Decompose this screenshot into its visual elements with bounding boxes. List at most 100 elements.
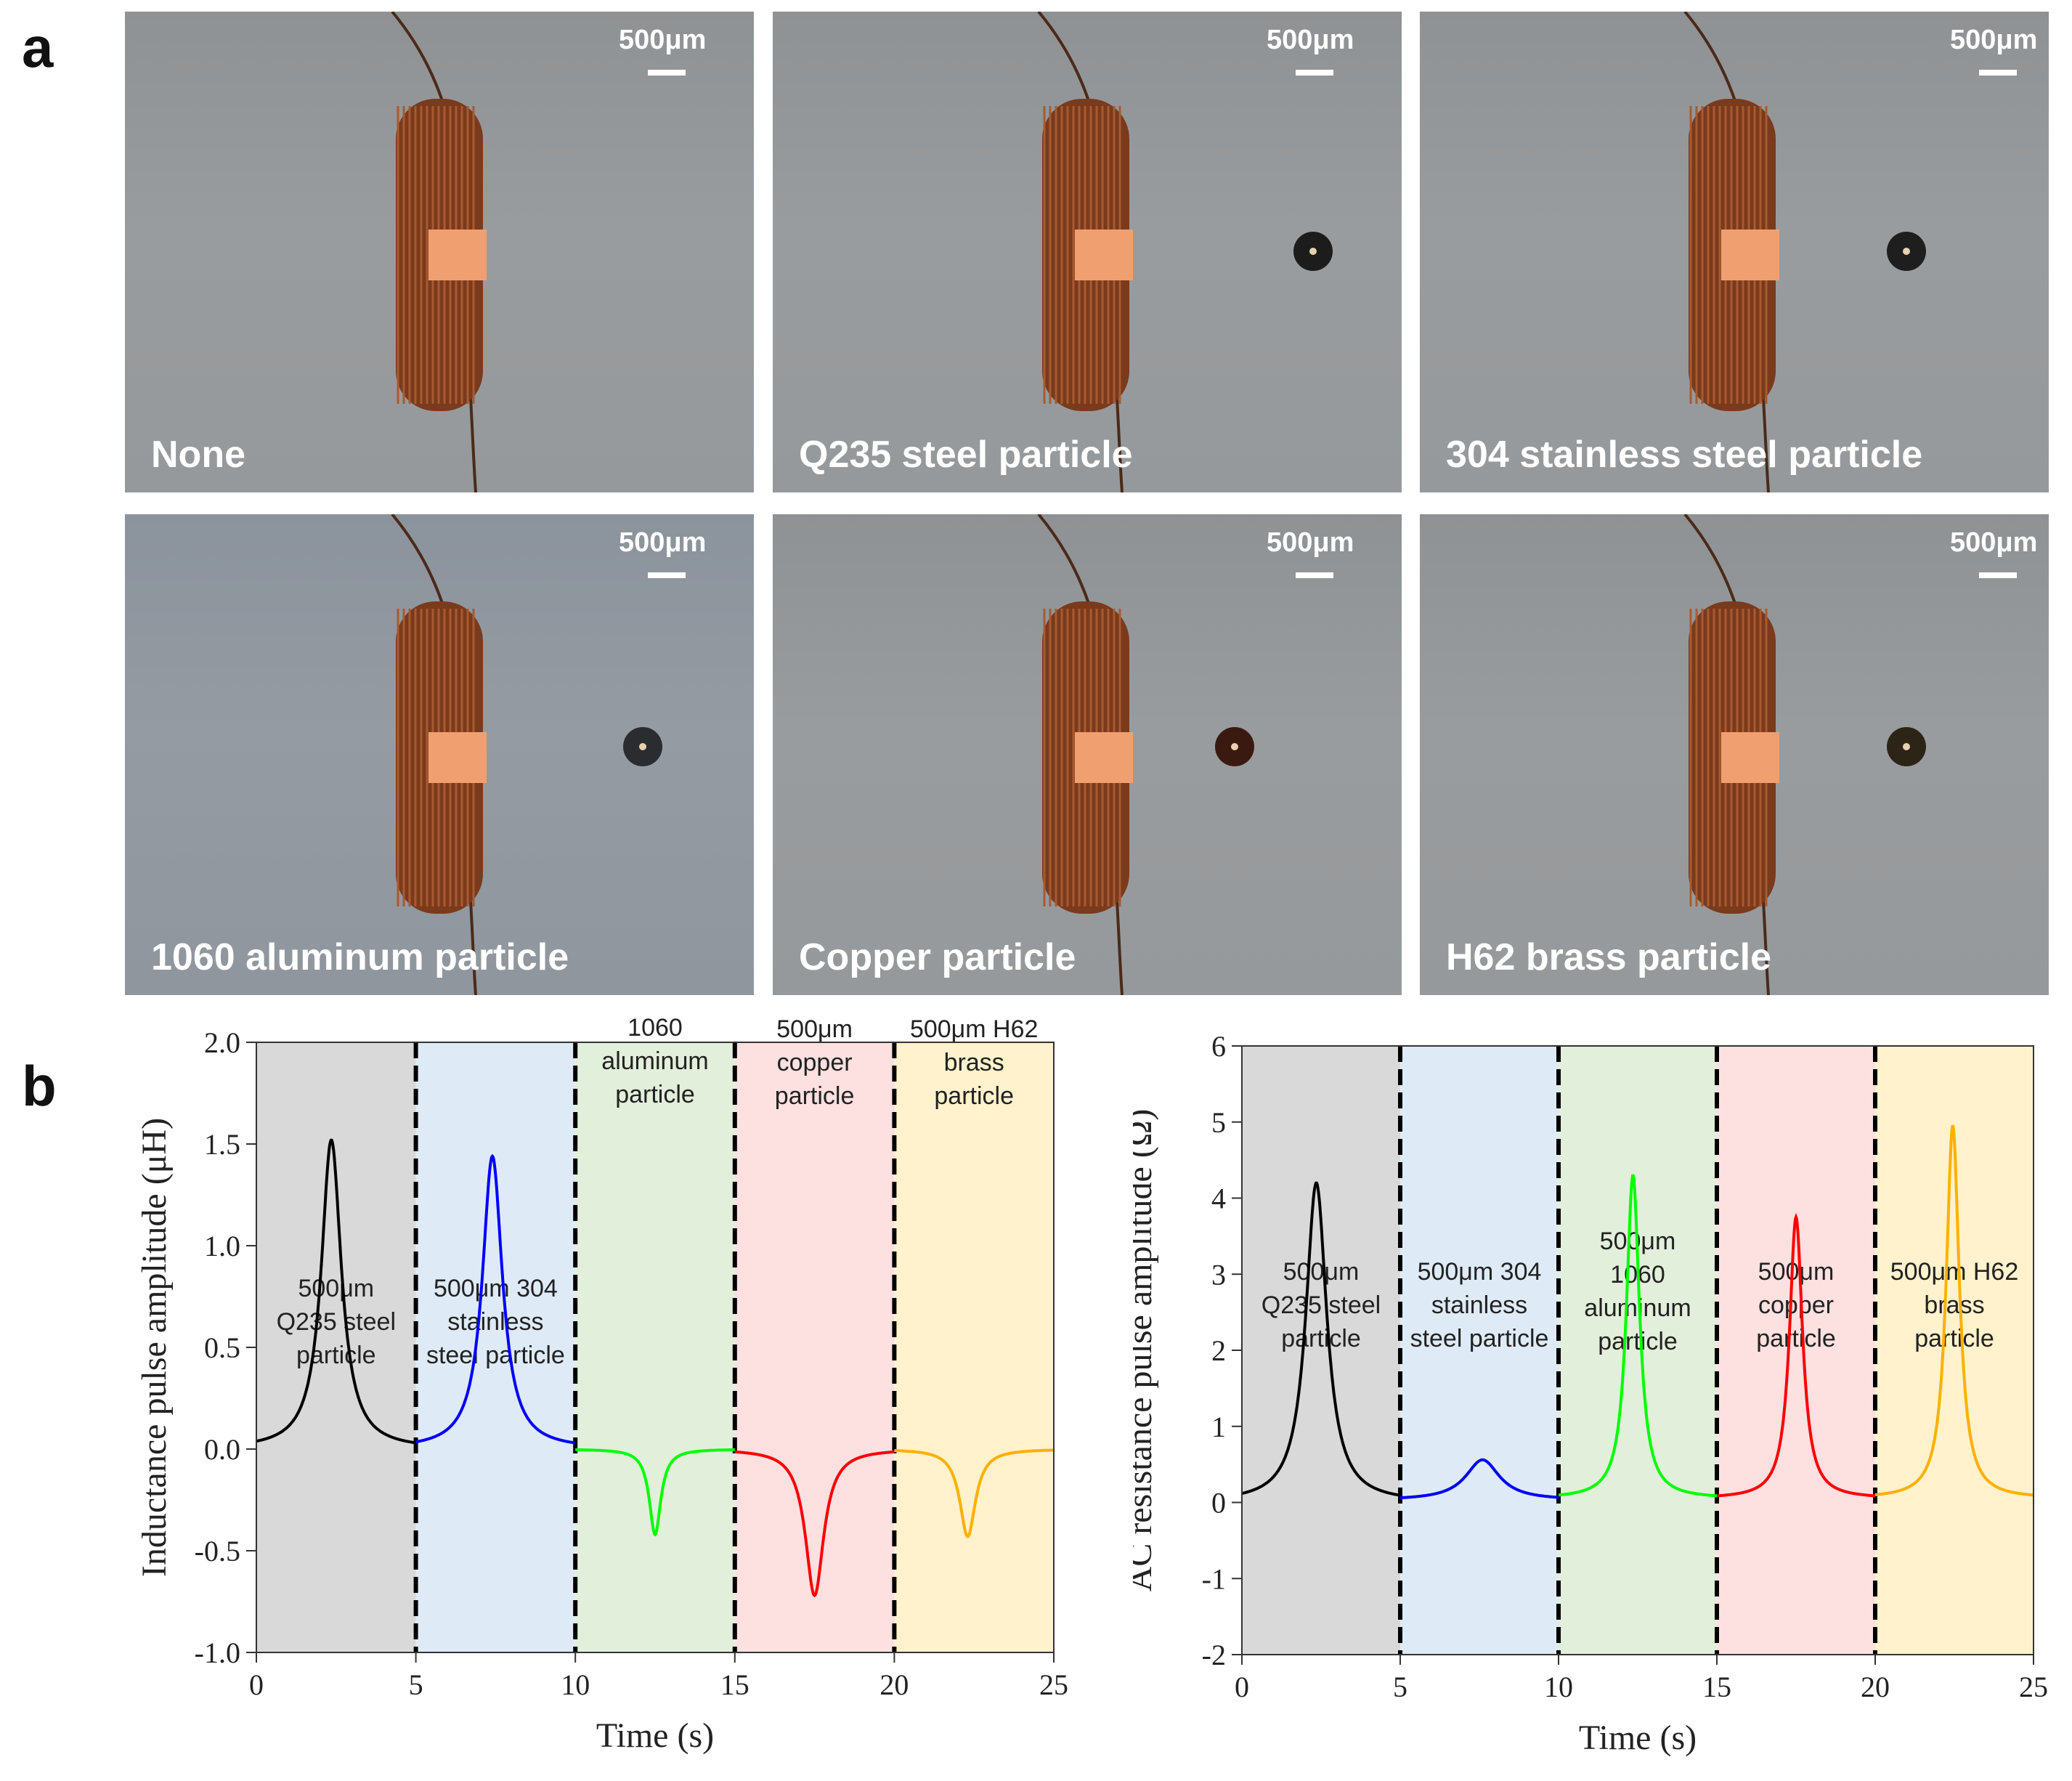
y-tick-label: 0.5 bbox=[204, 1331, 240, 1364]
scale-bar-label: 500μm bbox=[619, 25, 707, 55]
scale-bar-label: 500μm bbox=[1950, 527, 2038, 558]
scale-bar bbox=[648, 572, 686, 578]
region-label: steel particle bbox=[426, 1342, 565, 1369]
region-label: particle bbox=[1914, 1325, 1994, 1352]
photo-scene bbox=[391, 514, 662, 995]
coil-core bbox=[428, 732, 487, 783]
series-line bbox=[415, 1153, 576, 1445]
scale-bar bbox=[648, 70, 686, 76]
scale-bar bbox=[1296, 572, 1333, 578]
x-tick-label: 0 bbox=[1235, 1671, 1249, 1703]
region-band bbox=[1400, 1046, 1559, 1655]
y-tick-label: 6 bbox=[1211, 1030, 1226, 1063]
photo-scene bbox=[1037, 514, 1254, 995]
x-tick-label: 25 bbox=[2019, 1671, 2048, 1703]
region-band bbox=[1559, 1046, 1717, 1655]
region-label: Q235 steel bbox=[1262, 1291, 1381, 1319]
region-label: particle bbox=[934, 1082, 1014, 1110]
series-line bbox=[256, 1138, 416, 1445]
region-label: particle bbox=[1756, 1325, 1836, 1352]
region-band bbox=[256, 1042, 416, 1652]
series-line bbox=[575, 1448, 735, 1537]
panel-b-letter: b bbox=[22, 1054, 57, 1118]
region-label: aluminum bbox=[601, 1047, 708, 1075]
region-label: 500μm H62 bbox=[910, 1015, 1038, 1043]
y-axis-title: Inductance pulse amplitude (μH) bbox=[135, 1118, 174, 1577]
x-tick-label: 10 bbox=[1544, 1671, 1573, 1703]
scale-bar bbox=[1979, 70, 2017, 76]
region-label: brass bbox=[944, 1049, 1004, 1076]
photo-scene bbox=[391, 12, 487, 492]
coil-core bbox=[1075, 732, 1133, 783]
coil-core bbox=[1721, 732, 1779, 783]
region-label: 500μm 304 bbox=[434, 1275, 558, 1302]
y-tick-label: -1 bbox=[1202, 1562, 1226, 1595]
series-line bbox=[1874, 1124, 2034, 1497]
region-label: particle bbox=[1281, 1325, 1361, 1352]
region-label: stainless bbox=[1431, 1291, 1527, 1319]
photo-scene bbox=[1037, 12, 1333, 492]
y-tick-label: 0.0 bbox=[204, 1433, 240, 1466]
scale-bar-label: 500μm bbox=[1267, 25, 1354, 55]
y-tick-label: 4 bbox=[1211, 1182, 1226, 1215]
particle-highlight bbox=[639, 743, 646, 750]
region-label: 500μm H62 bbox=[1890, 1258, 2018, 1286]
photo-tile: 500μm 1060 aluminum particle bbox=[125, 514, 754, 995]
series-line bbox=[1558, 1174, 1717, 1498]
y-tick-label: 5 bbox=[1211, 1106, 1226, 1139]
panel-a-letter: a bbox=[22, 15, 54, 79]
region-label: 500μm bbox=[1283, 1258, 1360, 1286]
photo-scene bbox=[1683, 12, 1926, 492]
region-label: 500μm bbox=[1758, 1258, 1835, 1286]
region-label: particle bbox=[775, 1082, 855, 1110]
scale-bar-label: 500μm bbox=[619, 527, 707, 558]
region-label: particle bbox=[615, 1081, 695, 1108]
region-label: 500μm 304 bbox=[1418, 1258, 1542, 1286]
y-tick-label: 1.0 bbox=[204, 1230, 240, 1262]
region-band bbox=[894, 1042, 1054, 1652]
region-label: 500μm bbox=[776, 1015, 853, 1043]
photo-label: 1060 aluminum particle bbox=[151, 936, 569, 978]
photo-label: None bbox=[151, 434, 245, 476]
y-tick-label: 3 bbox=[1211, 1258, 1226, 1291]
region-band bbox=[1717, 1046, 1875, 1655]
photo-label: Copper particle bbox=[799, 936, 1076, 978]
x-tick-label: 5 bbox=[409, 1668, 423, 1701]
x-tick-label: 20 bbox=[879, 1668, 909, 1701]
region-label: 500μm bbox=[298, 1275, 374, 1302]
region-label: stainless bbox=[447, 1308, 543, 1336]
particle-highlight bbox=[1903, 743, 1910, 750]
y-tick-label: 1.5 bbox=[204, 1128, 240, 1161]
coil-core bbox=[428, 230, 487, 280]
region-band bbox=[1242, 1046, 1400, 1655]
region-label: particle bbox=[296, 1342, 376, 1369]
region-label: particle bbox=[1598, 1328, 1678, 1355]
region-label: 1060 bbox=[627, 1014, 683, 1042]
y-axis-title: AC resistance pulse amplitude (Ω) bbox=[1133, 1109, 1159, 1592]
y-tick-label: 0 bbox=[1211, 1487, 1226, 1520]
y-tick-label: 2.0 bbox=[204, 1026, 240, 1059]
particle-highlight bbox=[1309, 248, 1317, 255]
series-line bbox=[1717, 1212, 1875, 1498]
region-band bbox=[415, 1042, 576, 1652]
x-tick-label: 15 bbox=[1702, 1671, 1731, 1703]
x-tick-label: 10 bbox=[561, 1668, 590, 1701]
x-tick-label: 25 bbox=[1039, 1668, 1068, 1701]
x-tick-label: 0 bbox=[249, 1668, 264, 1701]
region-label: steel particle bbox=[1410, 1325, 1549, 1352]
y-tick-label: -0.5 bbox=[195, 1535, 240, 1567]
photo-label: 304 stainless steel particle bbox=[1446, 434, 1923, 476]
x-axis-title: Time (s) bbox=[1579, 1719, 1697, 1757]
photo-scene bbox=[1683, 514, 1926, 995]
x-axis-title: Time (s) bbox=[596, 1716, 714, 1755]
x-tick-label: 15 bbox=[720, 1668, 749, 1701]
region-label: copper bbox=[1758, 1291, 1834, 1319]
region-label: Q235 steel bbox=[277, 1308, 396, 1336]
